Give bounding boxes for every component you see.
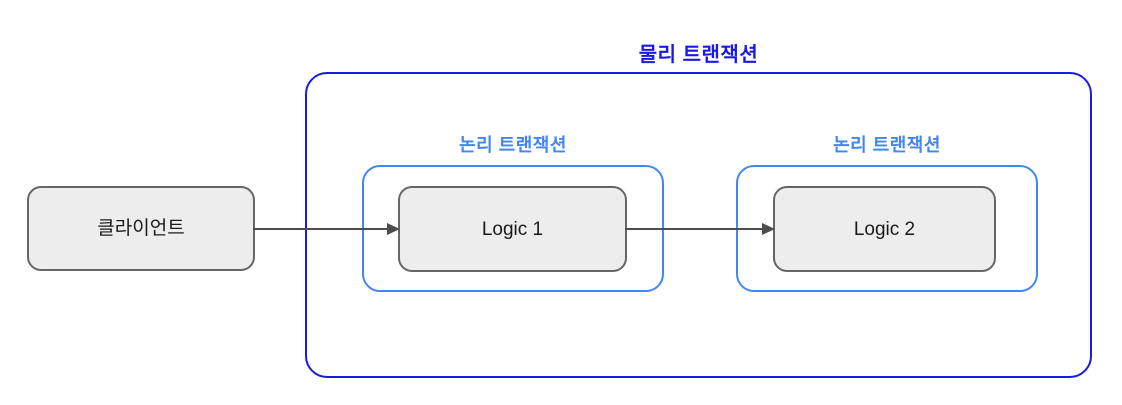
node-logic-1[interactable]: Logic 1	[398, 186, 627, 272]
node-client[interactable]: 클라이언트	[27, 186, 255, 271]
arrow-line-icon	[253, 223, 400, 235]
arrow-logic-1-to-logic-2	[625, 220, 775, 238]
physical-transaction-boundary	[305, 72, 1092, 378]
arrow-client-to-logic-1	[253, 220, 400, 238]
logical-transaction-title-1: 논리 트랜잭션	[459, 135, 567, 155]
node-logic-2[interactable]: Logic 2	[773, 186, 996, 272]
logical-transaction-title-2: 논리 트랜잭션	[833, 135, 941, 155]
arrow-line-icon	[625, 223, 775, 235]
physical-transaction-title: 물리 트랜잭션	[638, 44, 759, 66]
